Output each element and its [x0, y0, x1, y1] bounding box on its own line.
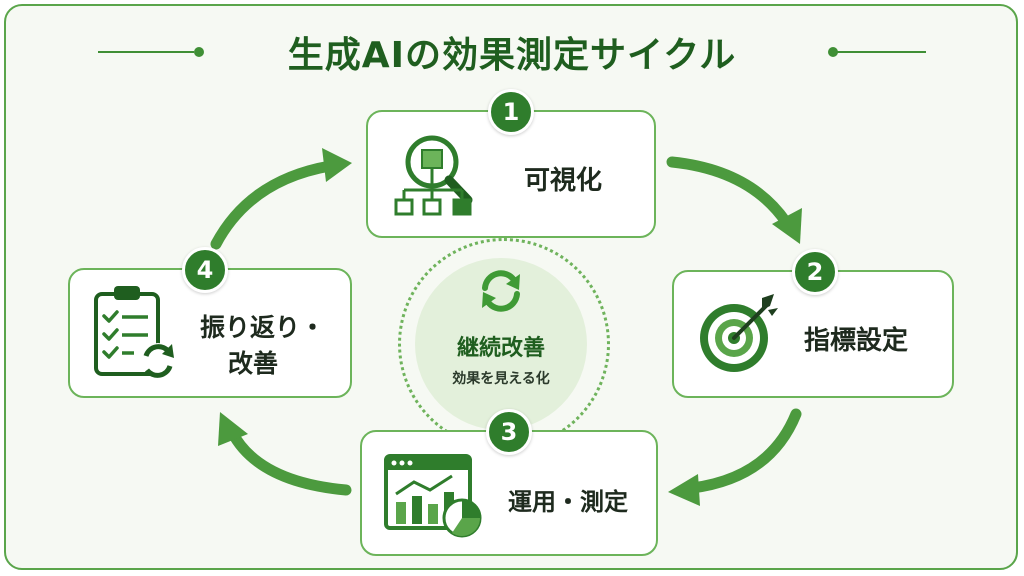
- title-decor-line-right: [834, 51, 926, 53]
- step-label-review-line1: 振り返り・: [200, 313, 326, 342]
- center-title: 継続改善: [456, 336, 545, 361]
- step-number-badge-1: 1: [488, 89, 534, 135]
- arrow-step3-to-step4: [218, 412, 352, 496]
- step-label-review-line2: 改善: [228, 349, 279, 378]
- step-label-visualize: 可視化: [524, 166, 603, 196]
- title-row: 生成AIの効果測定サイクル: [90, 24, 934, 80]
- arrow-step4-to-step1: [210, 148, 352, 250]
- dashboard-chart-icon: [384, 454, 482, 538]
- step-number-badge-2: 2: [792, 249, 838, 295]
- arrow-step1-to-step2: [666, 156, 802, 244]
- center-circle: [415, 258, 587, 430]
- cycle-arrows-icon: [482, 270, 520, 312]
- target-arrow-icon: [700, 294, 778, 372]
- title-decor-dot-right: [828, 47, 838, 57]
- clipboard-refresh-icon: [94, 286, 175, 378]
- title-decor-line-left: [98, 51, 194, 53]
- title-decor-dot-left: [194, 47, 204, 57]
- page-title: 生成AIの効果測定サイクル: [287, 35, 737, 76]
- step-label-operation: 運用・測定: [508, 488, 628, 516]
- magnifier-hierarchy-icon: [394, 135, 473, 216]
- center-subtitle: 効果を見える化: [452, 371, 550, 387]
- step-number-badge-3: 3: [486, 409, 532, 455]
- arrow-step2-to-step3: [668, 408, 802, 506]
- step-label-metrics: 指標設定: [804, 326, 909, 356]
- step-number-badge-4: 4: [182, 247, 228, 293]
